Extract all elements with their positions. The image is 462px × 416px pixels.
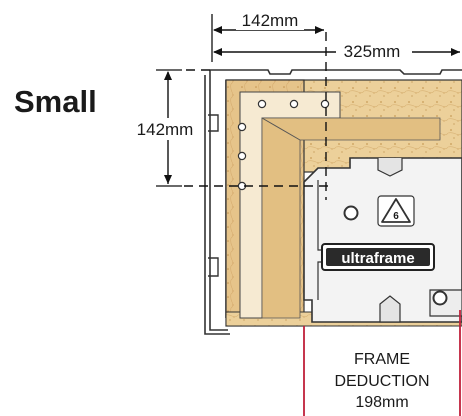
dim-label-bg-top-short [236,10,304,30]
top-screw-holes [257,99,330,109]
deduction-label-line1: FRAME [354,351,410,368]
bracket-hook-bottom [208,257,219,277]
mitre-joint-line [261,117,301,141]
recycle-code: 6 [393,211,399,222]
deduction-label-line2: DEDUCTION [334,373,429,390]
plastic-corner-insert [303,157,462,323]
dim-label-vertical: 142mm [137,120,194,139]
deduction-lines [303,310,461,416]
dim-label-bg-vertical [128,118,202,140]
deduction-label-value: 198mm [355,394,408,411]
size-title: Small [14,84,97,119]
insert-top-tab [377,158,403,177]
dim-label-top-long: 325mm [344,42,401,61]
insert-lug-left [343,205,359,221]
brand-name: ultraframe [341,250,414,267]
insert-bottom-tab [379,295,401,323]
extension-lines [156,14,213,187]
dim-label-top-short: 142mm [242,11,299,30]
ultraframe-logo: ultraframe [321,243,435,271]
recycle-symbol-icon: 6 [377,195,415,227]
reference-dashes [184,32,330,200]
dim-label-bg-top-long [336,40,412,62]
insert-lug-right [432,290,448,306]
left-screw-holes [237,122,247,191]
bracket-hook-top [208,114,219,132]
